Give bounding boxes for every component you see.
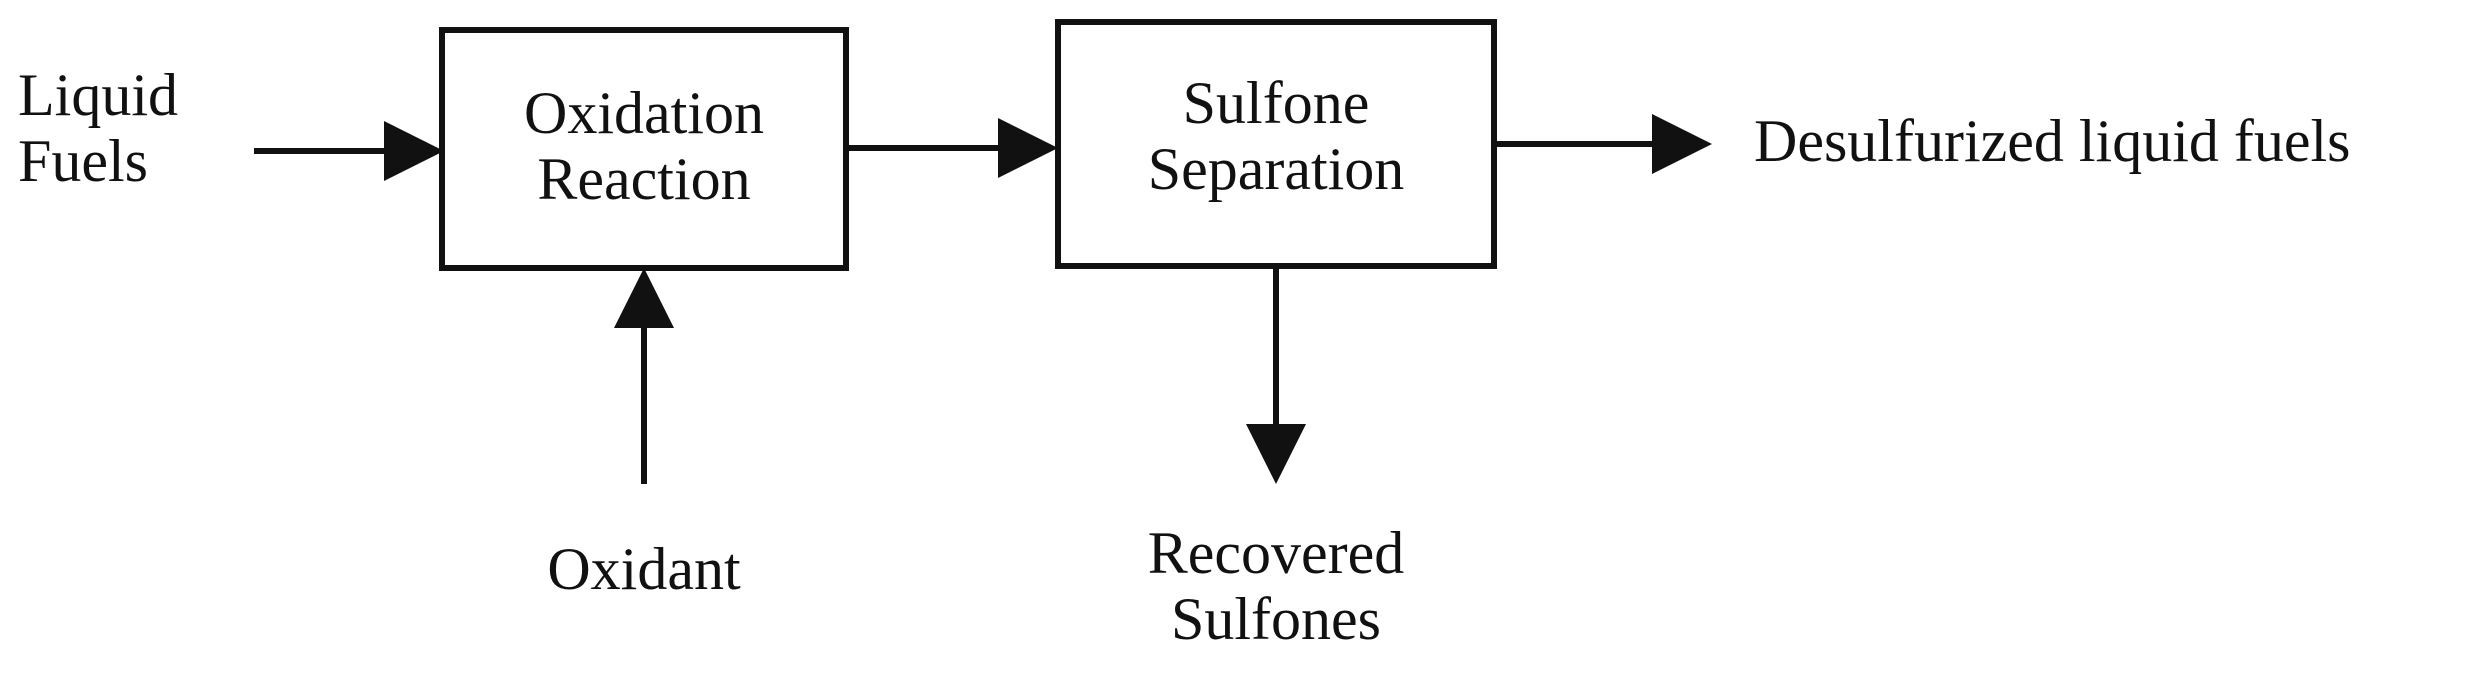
byproduct-label: Recovered Sulfones [1126, 520, 1426, 652]
input-label-line-2: Fuels [18, 128, 149, 194]
oxidation-box-line-2: Reaction [537, 146, 751, 212]
oxidation-box-line-1: Oxidation [524, 80, 764, 146]
separation-box-line-2: Separation [1147, 136, 1405, 202]
separation-box-line-1: Sulfone [1182, 70, 1370, 136]
oxidant-label: Oxidant [547, 536, 741, 602]
byproduct-label-line-1: Recovered [1147, 520, 1405, 586]
oxidation-box-label: Oxidation Reaction [442, 80, 846, 212]
output-label: Desulfurized liquid fuels [1754, 108, 2351, 174]
input-label-line-1: Liquid [18, 62, 178, 128]
separation-box-label: Sulfone Separation [1058, 70, 1494, 202]
sulfone-separation-box [1055, 19, 1497, 269]
input-label: Liquid Fuels [18, 62, 178, 194]
byproduct-label-line-2: Sulfones [1171, 586, 1381, 652]
